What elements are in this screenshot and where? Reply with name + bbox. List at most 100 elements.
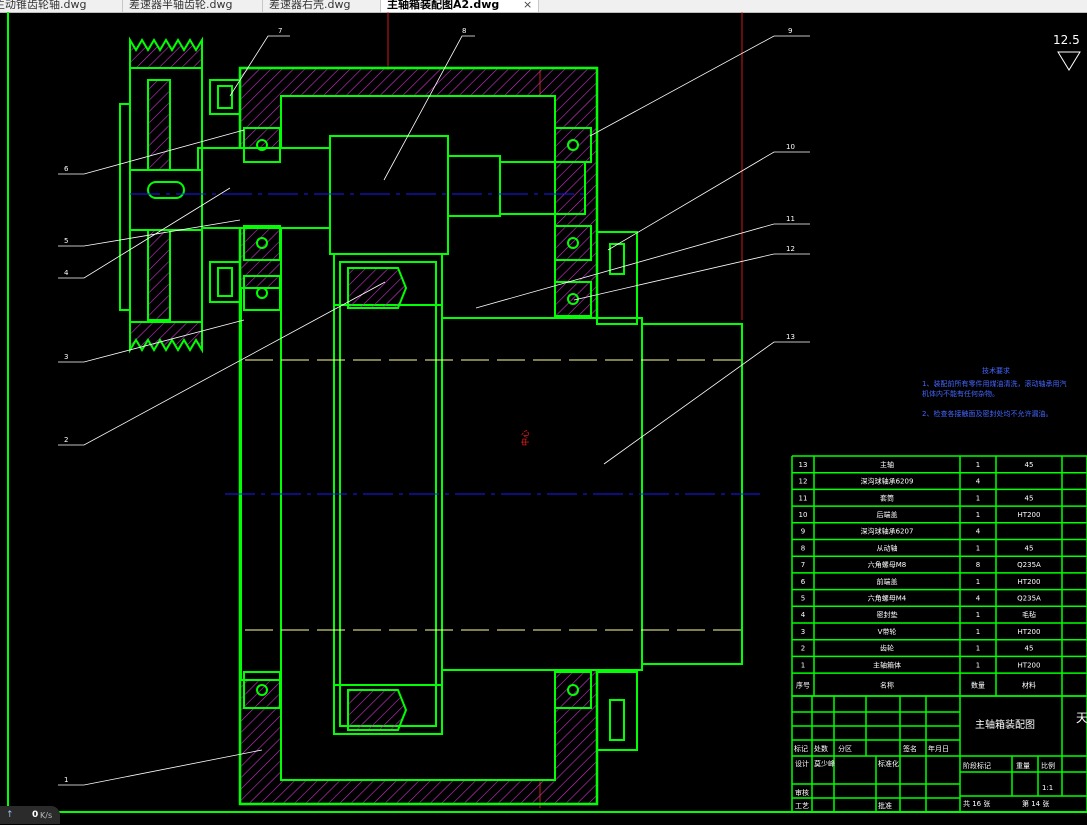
bom-row-name: 深沟球轴承6207 <box>861 527 914 536</box>
bom-row-material: Q235A <box>1017 561 1041 569</box>
title-block <box>791 695 1087 813</box>
bom-row-name: 六角螺母M4 <box>868 593 907 602</box>
cad-drawing-canvas[interactable]: 中心 1 2 3 4 5 6 7 8 9 10 11 12 13 12.5 <box>0 12 1087 824</box>
center-lines <box>130 193 760 631</box>
bom-row-material: 45 <box>1025 461 1034 469</box>
roughness-value: 12.5 <box>1053 33 1080 47</box>
tech-req-line1b: 机体内不能有任何杂物。 <box>922 389 999 398</box>
bom-row-number: 1 <box>801 661 805 669</box>
label-date: 年月日 <box>928 744 949 753</box>
bom-header-quantity: 数量 <box>971 681 985 690</box>
bom-row-material: 毛毡 <box>1022 610 1036 619</box>
label-weight: 重量 <box>1016 762 1030 770</box>
right-edge-char: 天 <box>1076 711 1087 725</box>
bom-row-number: 5 <box>801 594 805 602</box>
bom-row-quantity: 1 <box>976 611 980 619</box>
label-review: 审核 <box>795 788 809 797</box>
bom-row-name: 主轴箱体 <box>873 660 901 669</box>
bom-row-name: 密封垫 <box>877 610 898 619</box>
bom-row-number: 7 <box>801 561 805 569</box>
bom-row-material: HT200 <box>1018 578 1041 586</box>
label-designer: 莫少峰 <box>814 759 835 768</box>
balloon-3: 3 <box>64 353 68 361</box>
balloon-labels: 1 2 3 4 5 6 7 8 9 10 11 12 13 <box>64 27 795 784</box>
bom-row-number: 12 <box>799 478 808 486</box>
tab-file-active[interactable]: 主轴箱装配图A2.dwg <box>381 0 539 12</box>
bom-row-number: 9 <box>801 528 805 536</box>
center-mark-label: 中心 <box>520 430 530 446</box>
bom-row-material: Q235A <box>1017 594 1041 602</box>
label-mark: 标记 <box>794 744 808 753</box>
speed-value: 0 <box>32 810 39 820</box>
balloon-12: 12 <box>786 245 795 253</box>
tab-close-icon[interactable]: × <box>523 0 533 11</box>
bom-row-number: 11 <box>799 494 808 502</box>
tab-label: 主动锥齿轮轴.dwg <box>0 0 87 11</box>
bom-row-name: 齿轮 <box>880 644 894 653</box>
bom-row-name: 前端盖 <box>877 577 898 586</box>
label-scale: 比例 <box>1041 761 1055 770</box>
tech-req-line2: 2、检查各接触面及密封处均不允许漏油。 <box>922 409 1052 418</box>
tab-file-2[interactable]: 差速器半轴齿轮.dwg <box>123 0 263 12</box>
balloon-2: 2 <box>64 436 68 444</box>
label-standard: 标准化 <box>878 759 899 768</box>
bom-header-material: 材料 <box>1022 681 1036 690</box>
technical-requirements: 技术要求 1、装配前所有零件用煤油清洗，滚动轴承用汽 机体内不能有任何杂物。 2… <box>922 366 1066 418</box>
bom-row-material: HT200 <box>1018 661 1041 669</box>
drawing-title: 主轴箱装配图 <box>975 718 1035 731</box>
label-process: 工艺 <box>795 802 809 810</box>
bom-row-quantity: 1 <box>976 645 980 653</box>
bom-row-quantity: 1 <box>976 461 980 469</box>
bom-row-number: 13 <box>799 461 808 469</box>
label-approve: 批准 <box>878 801 892 810</box>
v-belt-pulley <box>119 36 203 354</box>
bom-row-name: 套筒 <box>880 493 894 502</box>
label-count: 处数 <box>814 744 828 753</box>
title-block-text: 主轴箱装配图 天 标记 处数 分区 签名 年月日 设计 莫少峰 标准化 阶段标记… <box>794 711 1087 810</box>
balloon-8: 8 <box>462 27 466 35</box>
bom-row-quantity: 8 <box>976 561 980 569</box>
bom-row-quantity: 1 <box>976 628 980 636</box>
file-tab-bar: 主动锥齿轮轴.dwg 差速器半轴齿轮.dwg 差速器右壳.dwg 主轴箱装配图A… <box>0 0 1087 13</box>
tab-label: 差速器右壳.dwg <box>269 0 351 11</box>
upload-arrow-icon: ↑ <box>6 810 14 820</box>
balloon-4: 4 <box>64 269 69 277</box>
balloon-7: 7 <box>278 27 282 35</box>
bom-row-material: 45 <box>1025 494 1034 502</box>
bearings <box>243 127 592 709</box>
balloon-10: 10 <box>786 143 795 151</box>
bom-header-name: 名称 <box>880 681 894 690</box>
balloon-11: 11 <box>786 215 795 223</box>
bom-row-material: HT200 <box>1018 511 1041 519</box>
balloon-1: 1 <box>64 776 68 784</box>
balloon-13: 13 <box>786 333 795 341</box>
bom-row-number: 4 <box>801 611 806 619</box>
speed-unit: K/s <box>40 811 53 820</box>
roughness-symbol: 12.5 <box>1053 33 1081 71</box>
label-sheet: 第 14 张 <box>1022 799 1049 808</box>
label-total: 共 16 张 <box>963 799 990 808</box>
bom-row-material: HT200 <box>1018 628 1041 636</box>
bom-row-quantity: 1 <box>976 511 980 519</box>
balloon-5: 5 <box>64 237 68 245</box>
bom-row-quantity: 1 <box>976 578 980 586</box>
bom-row-name: 后端盖 <box>877 510 898 519</box>
leader-lines <box>58 35 810 786</box>
bom-row-quantity: 1 <box>976 544 980 552</box>
bom-row-quantity: 1 <box>976 494 980 502</box>
tech-req-title: 技术要求 <box>982 366 1010 375</box>
bom-row-material: 45 <box>1025 645 1034 653</box>
tab-file-1[interactable]: 主动锥齿轮轴.dwg <box>0 0 123 12</box>
bom-header-number: 序号 <box>796 681 810 690</box>
label-stage: 阶段标记 <box>963 761 991 770</box>
balloon-6: 6 <box>64 165 69 173</box>
bom-row-quantity: 4 <box>976 594 981 602</box>
bom-row-quantity: 4 <box>976 528 981 536</box>
bom-row-name: 主轴 <box>880 460 894 469</box>
tab-file-3[interactable]: 差速器右壳.dwg <box>263 0 381 12</box>
end-covers <box>209 79 638 751</box>
bom-row-material: 45 <box>1025 544 1034 552</box>
network-speed-widget[interactable]: ↑ 0 K/s <box>0 806 60 824</box>
tech-req-line1: 1、装配前所有零件用煤油清洗，滚动轴承用汽 <box>922 379 1066 388</box>
